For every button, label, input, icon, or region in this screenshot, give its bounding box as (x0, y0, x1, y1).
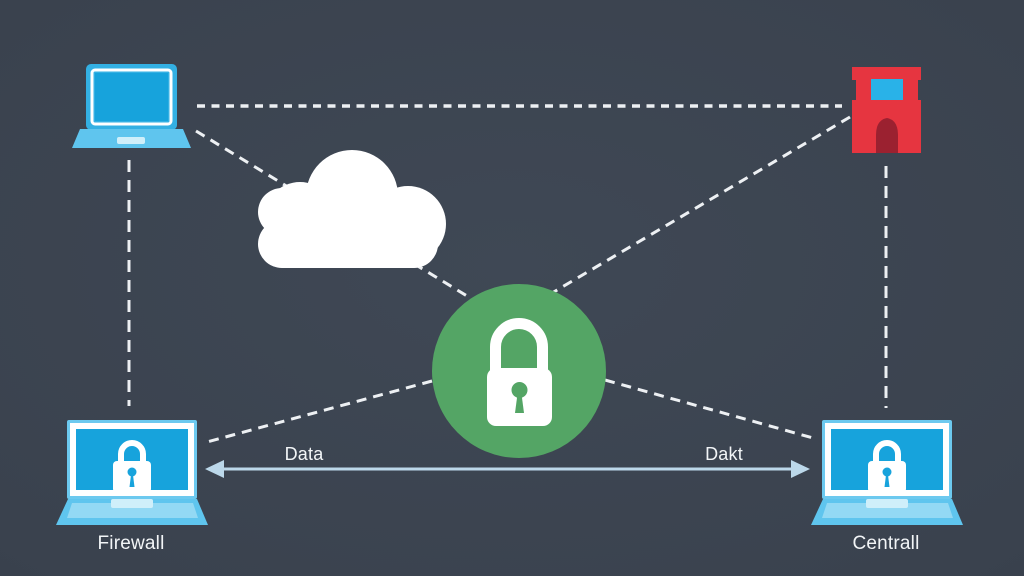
castle-top-bar (852, 67, 921, 80)
laptop-screen (95, 73, 168, 121)
cloud-icon (258, 150, 446, 268)
dashed-link-fortress-lock (551, 115, 851, 295)
data-flow-arrow (205, 460, 810, 478)
dashed-link-lock-firewall (206, 379, 433, 444)
laptop-base-notch (866, 499, 908, 508)
arrowhead-left (205, 460, 224, 478)
castle-door (876, 118, 898, 153)
laptop-icon (72, 64, 191, 148)
screen-lock-shackle (118, 440, 146, 463)
castle-right-pillar (903, 78, 918, 103)
central-node-label: Centrall (852, 533, 920, 554)
screen-lock-keyhole (882, 467, 892, 477)
firewall-node-label: Firewall (97, 533, 165, 554)
laptop-lock-icon (56, 420, 208, 525)
castle-window (871, 79, 903, 100)
castle-left-pillar (856, 78, 871, 103)
lock-keyhole-stem (515, 394, 524, 413)
screen-lock-shackle (873, 440, 901, 463)
lock-shackle (490, 318, 548, 372)
laptop-base-notch (111, 499, 153, 508)
laptop-screen-frame (90, 68, 173, 126)
screen-lock-keyhole-stem (884, 475, 890, 487)
dashed-link-lock-central (604, 378, 814, 440)
laptop-base-inner (822, 503, 953, 518)
laptop-base-notch (117, 137, 145, 144)
screen-lock-keyhole (127, 467, 137, 477)
screen-lock-keyhole-stem (129, 475, 135, 487)
data-flow-right-label: Dakt (705, 444, 743, 464)
data-flow-left-label: Data (284, 444, 324, 464)
castle-icon (852, 67, 921, 153)
laptop-lock-icon (811, 420, 963, 525)
arrowhead-right (791, 460, 810, 478)
laptop-base-inner (67, 503, 198, 518)
lock-keyhole (511, 382, 528, 398)
padlock-icon (432, 284, 606, 458)
